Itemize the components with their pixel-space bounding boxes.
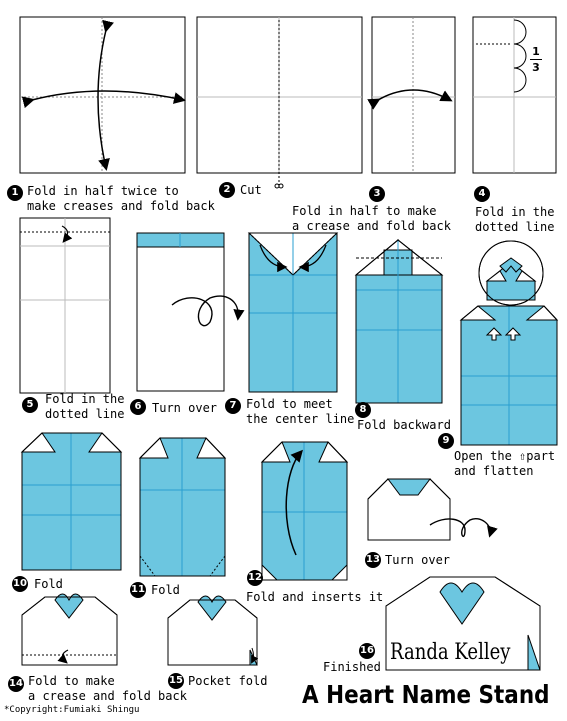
step-15-label: Pocket fold (188, 674, 268, 688)
step7-paper (247, 232, 339, 393)
step6-paper (136, 232, 245, 392)
step11-paper (138, 437, 227, 577)
step16-finished-stand (385, 576, 541, 671)
step-12-number: 12 (247, 570, 263, 586)
step-9-label: Open the ⇧part and flatten (454, 449, 556, 478)
step-8-label: Fold backward (357, 418, 451, 432)
step-3-number: 3 (369, 186, 385, 202)
step-11-label: Fold (151, 583, 180, 597)
step-10-label: Fold (34, 577, 63, 591)
stand-name-text: Randa Kelley (390, 640, 511, 665)
step14-paper (21, 593, 118, 666)
step-4-label: Fold in the dotted line (475, 205, 555, 234)
step-4-number: 4 (474, 186, 490, 202)
step-3-label: Fold in half to make a crease and fold b… (292, 204, 451, 233)
step-9-number: 9 (438, 433, 454, 449)
step-11-number: 11 (130, 582, 146, 598)
step9-paper (459, 305, 559, 446)
step-7-number: 7 (225, 398, 241, 414)
step-1-label: Fold in half twice to make creases and f… (27, 184, 215, 213)
step-16-number: 16 (359, 643, 375, 659)
step-15-number: 15 (168, 673, 184, 689)
step-12-label: Fold and inserts it (246, 590, 384, 604)
step-7-label: Fold to meet the center line (246, 397, 355, 426)
step13-paper (367, 478, 498, 541)
fraction-numerator: 1 (532, 45, 540, 58)
step-14-number: 14 (8, 676, 24, 692)
step-10-number: 10 (12, 576, 28, 592)
fraction-bar (530, 59, 542, 60)
step10-paper (20, 432, 123, 571)
step12-paper (260, 441, 349, 581)
step-16-label: Finished (323, 660, 381, 674)
step-6-number: 6 (130, 399, 146, 415)
step1-paper (19, 16, 186, 174)
step-6-label: Turn over (152, 401, 218, 415)
step-14-label: Fold to make a crease and fold back (28, 674, 187, 703)
copyright: *Copyright:Fumiaki Shingu (4, 705, 140, 715)
step8-paper (354, 238, 444, 404)
step-5-label: Fold in the dotted line (45, 392, 125, 421)
step9-zoom-circle (478, 240, 544, 306)
step-8-number: 8 (355, 402, 371, 418)
page-title: A Heart Name Stand (302, 680, 550, 709)
step-5-number: 5 (22, 397, 38, 413)
fraction-denominator: 3 (532, 61, 540, 74)
step-2-number: 2 (219, 182, 235, 198)
step3-paper (367, 16, 456, 174)
step15-paper (167, 595, 259, 666)
step-13-label: Turn over (385, 553, 451, 567)
step-13-number: 13 (365, 552, 381, 568)
step4-paper (472, 16, 557, 174)
step-1-number: 1 (7, 185, 23, 201)
step5-paper (19, 217, 111, 394)
step-2-label: Cut (240, 183, 262, 197)
step2-paper (196, 16, 363, 189)
